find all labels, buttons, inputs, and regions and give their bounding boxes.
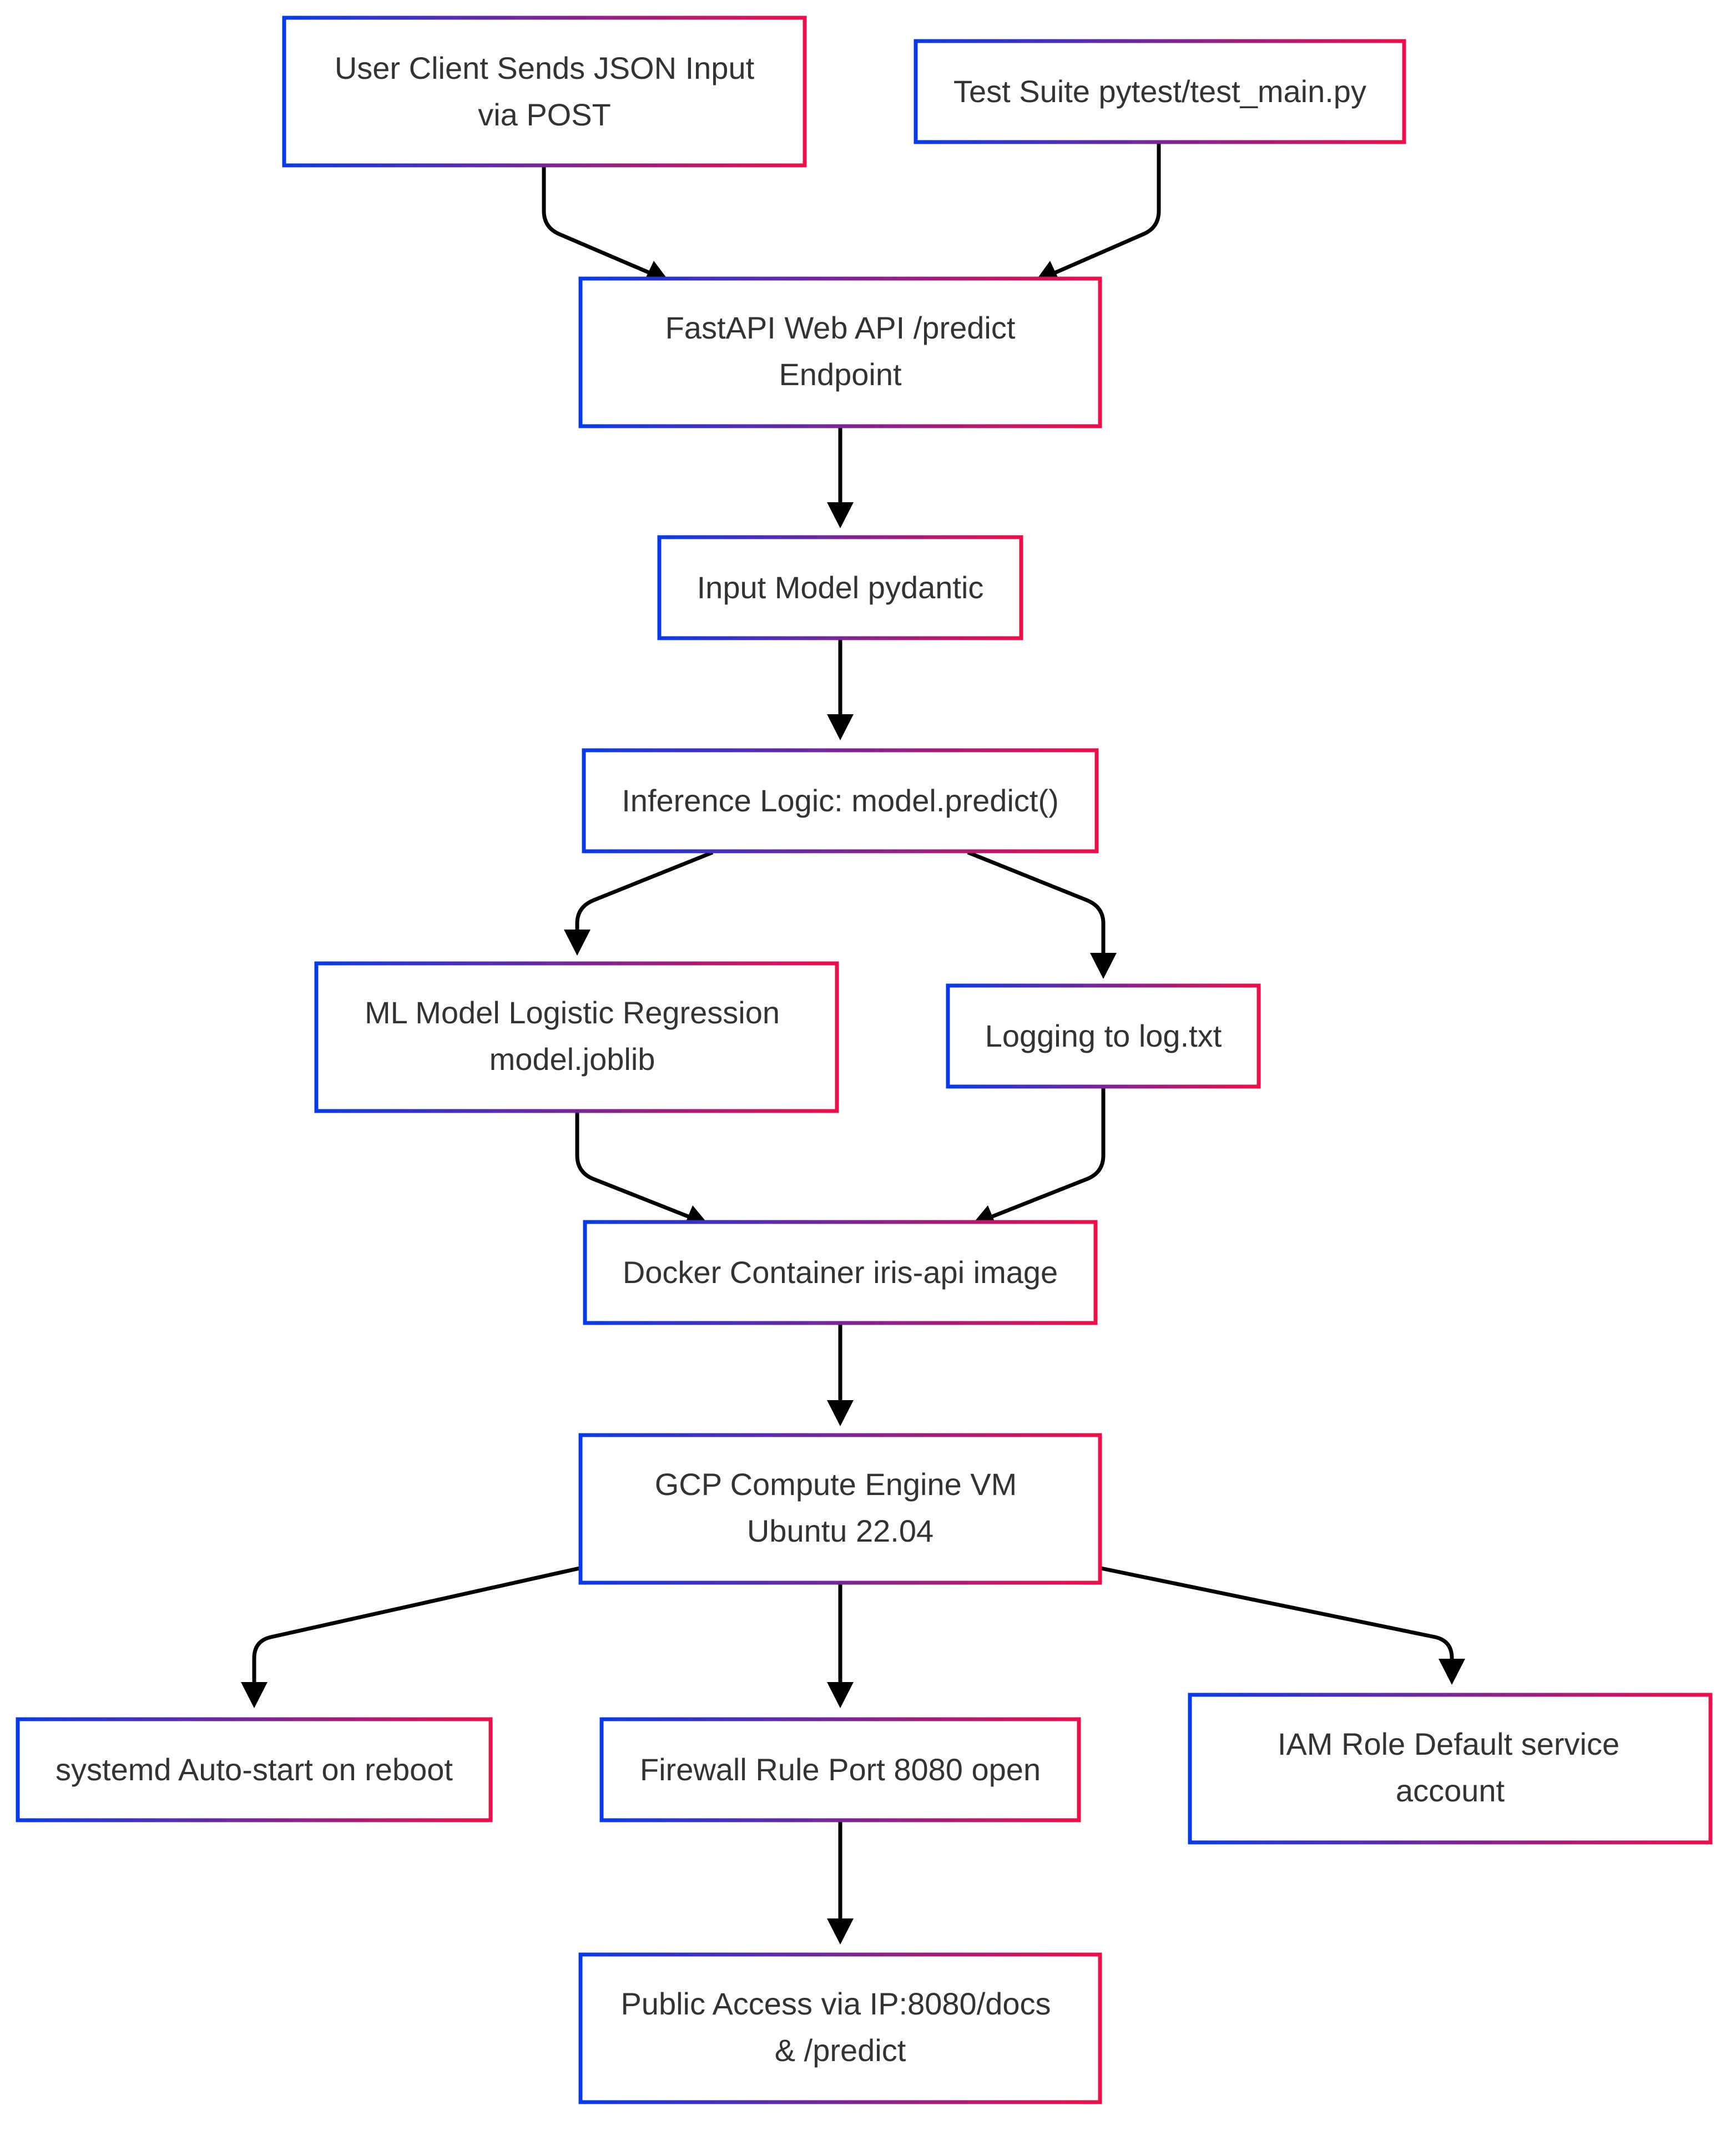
node-firewall: Firewall Rule Port 8080 open <box>599 1717 1081 1822</box>
edge-ml-model-to-docker <box>575 1111 709 1228</box>
edge-firewall-to-public-access <box>827 1820 854 1945</box>
node-gcp-vm-line-1: GCP Compute Engine VM <box>655 1467 1017 1502</box>
node-inference-line-1: Inference Logic: model.predict() <box>622 783 1059 818</box>
node-logging: Logging to log.txt <box>946 983 1261 1089</box>
edge-gcp-vm-to-iam <box>1101 1566 1465 1685</box>
node-iam-line-1: IAM Role Default service <box>1278 1726 1619 1761</box>
edge-gcp-vm-to-firewall <box>827 1583 854 1708</box>
node-ml-model-line-2: model.joblib <box>489 1042 655 1077</box>
node-test-suite-line-1: Test Suite pytest/test_main.py <box>953 74 1366 109</box>
node-gcp-vm: GCP Compute Engine VM Ubuntu 22.04 <box>578 1433 1102 1585</box>
node-iam: IAM Role Default service account <box>1188 1693 1713 1845</box>
node-ml-model-line-1: ML Model Logistic Regression <box>365 995 780 1030</box>
node-test-suite: Test Suite pytest/test_main.py <box>914 39 1406 144</box>
node-fastapi-line-2: Endpoint <box>779 357 902 392</box>
node-input-model: Input Model pydantic <box>657 535 1023 640</box>
node-firewall-line-1: Firewall Rule Port 8080 open <box>640 1752 1041 1787</box>
edge-user-client-to-fastapi <box>542 165 669 283</box>
node-gcp-vm-line-2: Ubuntu 22.04 <box>747 1513 933 1548</box>
node-docker-line-1: Docker Container iris-api image <box>623 1255 1058 1290</box>
node-docker: Docker Container iris-api image <box>583 1220 1098 1325</box>
edge-inference-to-logging <box>967 850 1117 979</box>
edge-test-suite-to-fastapi <box>1036 143 1161 283</box>
node-public-access: Public Access via IP:8080/docs & /predic… <box>578 1952 1102 2104</box>
node-fastapi: FastAPI Web API /predict Endpoint <box>578 276 1102 428</box>
node-inference: Inference Logic: model.predict() <box>582 748 1099 854</box>
node-input-model-line-1: Input Model pydantic <box>697 570 984 605</box>
node-fastapi-line-1: FastAPI Web API /predict <box>665 310 1016 345</box>
edge-logging-to-docker <box>972 1087 1106 1228</box>
node-user-client-line-1: User Client Sends JSON Input <box>335 51 755 85</box>
node-logging-line-1: Logging to log.txt <box>985 1018 1222 1053</box>
node-systemd: systemd Auto-start on reboot <box>16 1717 493 1822</box>
node-public-access-line-1: Public Access via IP:8080/docs <box>620 1986 1051 2021</box>
edge-docker-to-gcp-vm <box>827 1323 854 1426</box>
node-iam-line-2: account <box>1396 1773 1505 1808</box>
edge-fastapi-to-input-model <box>827 427 854 528</box>
edge-gcp-vm-to-systemd <box>241 1566 580 1708</box>
node-ml-model: ML Model Logistic Regression model.jobli… <box>314 961 839 1113</box>
node-public-access-line-2: & /predict <box>775 2033 906 2068</box>
node-user-client: User Client Sends JSON Input via POST <box>282 16 807 168</box>
edge-inference-to-ml-model <box>564 850 714 956</box>
edge-input-model-to-inference <box>827 638 854 740</box>
node-systemd-line-1: systemd Auto-start on reboot <box>55 1752 453 1787</box>
node-user-client-line-2: via POST <box>478 97 611 132</box>
